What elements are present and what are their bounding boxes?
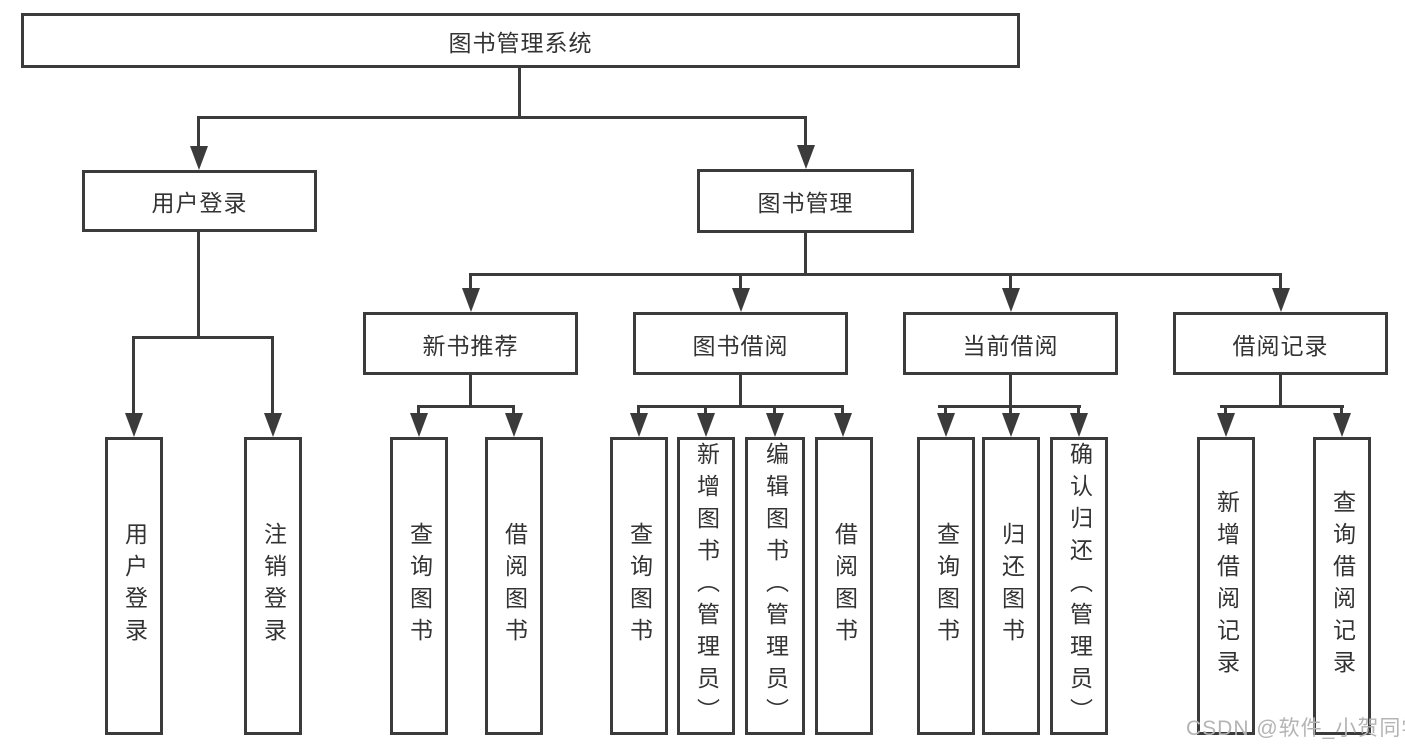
- node-leaf-bb-edit: 编辑图书（管理员）: [745, 437, 805, 735]
- arrow-to-book-borrow: [731, 273, 750, 312]
- arrow-to-user-login: [189, 116, 208, 170]
- connector-level3: [469, 273, 1282, 276]
- node-label: 新增借阅记录: [1213, 490, 1240, 682]
- connector-book-borrow-trunk: [739, 375, 742, 408]
- node-label: 借阅图书: [831, 522, 858, 650]
- node-label: 编辑图书（管理员）: [762, 442, 789, 730]
- node-user-login: 用户登录: [82, 170, 317, 232]
- arrow-to-leaf-logout: [263, 336, 282, 437]
- connector-borrow-records-children: [1220, 405, 1344, 408]
- node-library-system: 图书管理系统: [21, 13, 1020, 68]
- node-leaf-logout: 注销登录: [244, 437, 302, 735]
- node-label: 查询借阅记录: [1329, 490, 1356, 682]
- connector-new-book-trunk: [469, 375, 472, 408]
- node-label: 查询图书: [626, 522, 653, 650]
- node-leaf-bb-query: 查询图书: [610, 437, 668, 735]
- node-label: 注销登录: [260, 522, 287, 650]
- node-book-borrow: 图书借阅: [633, 312, 848, 375]
- arrow-to-bb-add: [696, 405, 715, 437]
- arrow-to-nb-query: [409, 405, 428, 437]
- arrow-to-bb-borrow: [833, 405, 852, 437]
- node-label: 归还图书: [998, 522, 1025, 650]
- connector-root-trunk: [518, 68, 521, 118]
- node-label: 用户登录: [121, 522, 148, 650]
- arrow-to-br-query: [1332, 405, 1351, 437]
- arrow-to-bb-edit: [765, 405, 784, 437]
- node-leaf-bb-add: 新增图书（管理员）: [677, 437, 735, 735]
- node-borrow-records: 借阅记录: [1173, 312, 1388, 375]
- node-leaf-br-add: 新增借阅记录: [1197, 437, 1255, 735]
- arrow-to-cb-return: [1001, 405, 1020, 437]
- arrow-to-book-mgmt: [796, 116, 815, 169]
- node-book-mgmt: 图书管理: [697, 169, 914, 233]
- node-leaf-bb-borrow: 借阅图书: [815, 437, 873, 735]
- connector-borrow-records-trunk: [1279, 375, 1282, 408]
- node-leaf-nb-query: 查询图书: [390, 437, 448, 735]
- node-current-borrow: 当前借阅: [903, 312, 1118, 375]
- node-label: 借阅图书: [501, 522, 528, 650]
- node-new-book-rec: 新书推荐: [363, 312, 578, 375]
- arrow-to-bb-query: [629, 405, 648, 437]
- arrow-to-new-book-rec: [461, 273, 480, 312]
- connector-level2: [197, 116, 807, 119]
- node-label: 查询图书: [406, 522, 433, 650]
- node-leaf-user-login: 用户登录: [105, 437, 163, 735]
- arrow-to-leaf-user-login: [124, 336, 143, 437]
- connector-book-borrow-children: [637, 405, 843, 408]
- node-leaf-nb-borrow: 借阅图书: [485, 437, 543, 735]
- connector-book-mgmt-trunk: [804, 233, 807, 275]
- connector-current-borrow-trunk: [1009, 375, 1012, 408]
- arrow-to-cb-confirm: [1069, 405, 1088, 437]
- node-leaf-cb-confirm: 确认归还（管理员）: [1050, 437, 1108, 735]
- node-leaf-cb-query: 查询图书: [917, 437, 975, 735]
- node-leaf-br-query: 查询借阅记录: [1313, 437, 1371, 735]
- node-label: 新增图书（管理员）: [693, 442, 720, 730]
- arrow-to-current-borrow: [1001, 273, 1020, 312]
- connector-new-book-children: [417, 405, 515, 408]
- connector-user-login-children: [132, 336, 274, 339]
- arrow-to-nb-borrow: [504, 405, 523, 437]
- arrow-to-cb-query: [936, 405, 955, 437]
- csdn-watermark: CSDN @软件_小贺同学: [1186, 717, 1405, 740]
- node-label: 查询图书: [933, 522, 960, 650]
- node-label: 确认归还（管理员）: [1066, 442, 1093, 730]
- arrow-to-borrow-records: [1271, 273, 1290, 312]
- connector-user-login-trunk: [197, 232, 200, 338]
- arrow-to-br-add: [1216, 405, 1235, 437]
- node-leaf-cb-return: 归还图书: [982, 437, 1040, 735]
